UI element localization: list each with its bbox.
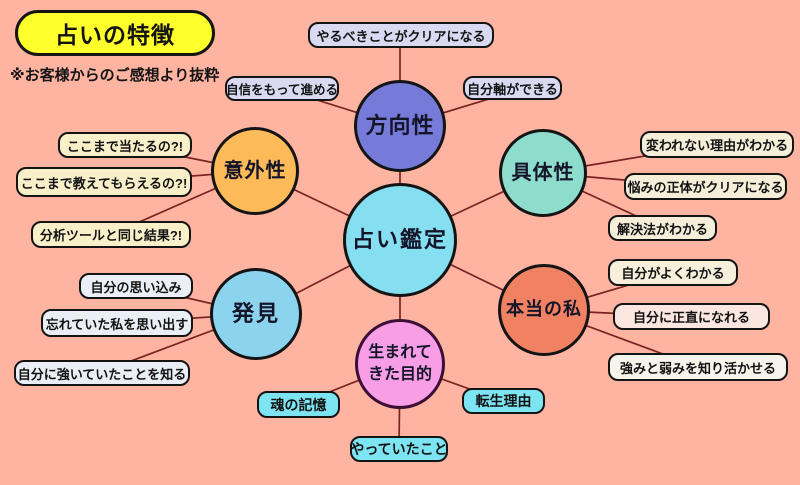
leaf-concreteness-why-unchanged: 変われない理由がわかる [640, 131, 794, 158]
leaf-discovery-assumptions: 自分の思い込み [79, 273, 193, 299]
leaf-purpose-reincarnation: 転生理由 [462, 388, 545, 414]
page-title: 占いの特徴 [15, 10, 215, 56]
leaf-unexpectedness-accurate: ここまで当たるの?! [58, 132, 192, 158]
node-purpose-circle: 生まれてきた目的 [355, 319, 445, 409]
leaf-purpose-soul-memory: 魂の記憶 [257, 391, 340, 418]
node-trueself-circle: 本当の私 [498, 264, 590, 356]
leaf-unexpectedness-learn: ここまで教えてもらえるの?! [16, 167, 192, 197]
leaf-direction-clear-tasks: やるべきことがクリアになる [308, 22, 494, 48]
leaf-unexpectedness-same-result: 分析ツールと同じ結果?! [31, 221, 191, 248]
node-concreteness-circle: 具体性 [499, 129, 587, 217]
page-title-label: 占いの特徴 [55, 22, 175, 48]
leaf-concreteness-solution: 解決法がわかる [608, 215, 717, 241]
leaf-trueself-understand: 自分がよくわかる [608, 259, 738, 286]
node-center-circle: 占い鑑定 [343, 183, 457, 297]
leaf-direction-confidence: 自信をもって進める [225, 76, 339, 101]
node-discovery-circle: 発見 [210, 268, 302, 360]
leaf-discovery-remember-self: 忘れていた私を思い出す [41, 309, 193, 337]
leaf-purpose-past-doings: やっていたこと [350, 436, 448, 462]
leaf-discovery-self-imposed: 自分に強いていたことを知る [14, 360, 190, 386]
node-unexpectedness-circle: 意外性 [211, 127, 299, 215]
node-purpose-label: 生まれてきた目的 [367, 343, 432, 383]
leaf-trueself-strengths: 強みと弱みを知り活かせる [608, 353, 788, 381]
title-note: ※お客様からのご感想より抜粋 [10, 67, 220, 84]
node-trueself-label: 本当の私 [506, 299, 582, 320]
node-direction-label: 方向性 [365, 112, 435, 138]
node-direction-circle: 方向性 [354, 80, 446, 172]
node-center-label: 占い鑑定 [351, 226, 448, 252]
leaf-direction-own-axis: 自分軸ができる [463, 76, 562, 100]
leaf-trueself-honest: 自分に正直になれる [613, 303, 770, 330]
node-unexpectedness-label: 意外性 [223, 160, 287, 182]
node-discovery-label: 発見 [231, 300, 280, 326]
node-concreteness-label: 具体性 [511, 162, 575, 184]
leaf-concreteness-worry-clear: 悩みの正体がクリアになる [624, 173, 787, 200]
